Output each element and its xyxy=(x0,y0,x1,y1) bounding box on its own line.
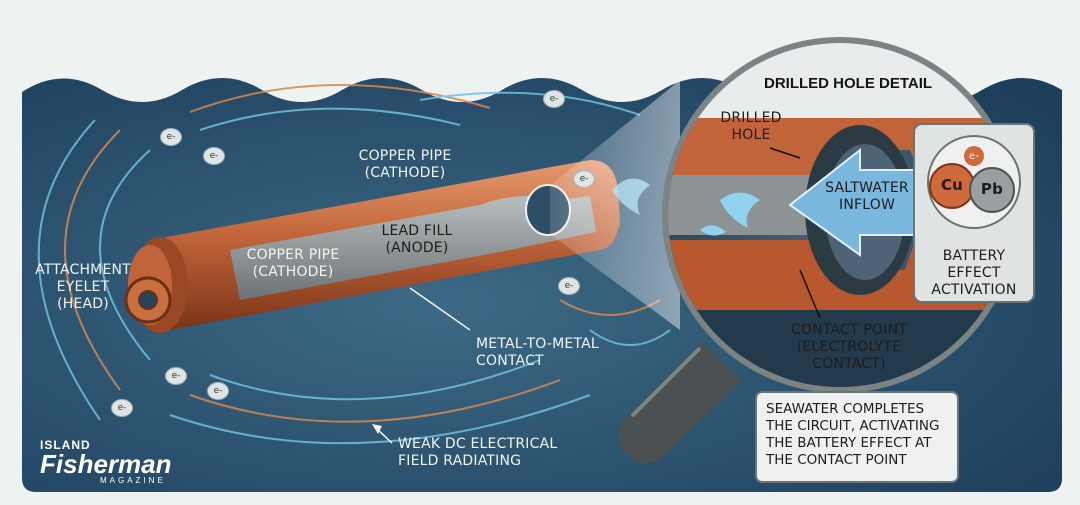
electron-marker: e- xyxy=(111,399,133,417)
label-cu: Cu xyxy=(940,176,964,194)
electron-marker: e- xyxy=(203,147,225,165)
attachment-eyelet xyxy=(124,276,172,324)
detail-title: DRILLED HOLE DETAIL xyxy=(764,75,933,92)
label-battery-electron: e- xyxy=(968,151,980,162)
label-pb: Pb xyxy=(980,180,1004,198)
logo-top: ISLAND xyxy=(40,438,91,452)
logo-main: Fisherman xyxy=(40,449,172,479)
label-copper-pipe-inner: COPPER PIPE(CATHODE) xyxy=(246,247,340,280)
electron-marker: e- xyxy=(207,382,229,400)
logo-sub: MAGAZINE xyxy=(100,476,166,485)
label-copper-pipe-top: COPPER PIPE(CATHODE) xyxy=(358,148,452,181)
electron-marker: e- xyxy=(543,90,565,108)
battery-box xyxy=(913,123,1035,303)
info-box xyxy=(755,391,959,483)
field-lines xyxy=(37,84,671,445)
magnifier-handle xyxy=(618,342,742,464)
label-lead-fill: LEAD FILL(ANODE) xyxy=(381,223,453,256)
electron-marker: e- xyxy=(165,367,187,385)
logo: ISLAND Fisherman MAGAZINE xyxy=(40,438,190,490)
electron-marker: e- xyxy=(160,128,182,146)
electron-marker: e- xyxy=(558,277,580,295)
electron-marker: e- xyxy=(573,170,595,188)
magnifier-beam xyxy=(550,80,680,330)
